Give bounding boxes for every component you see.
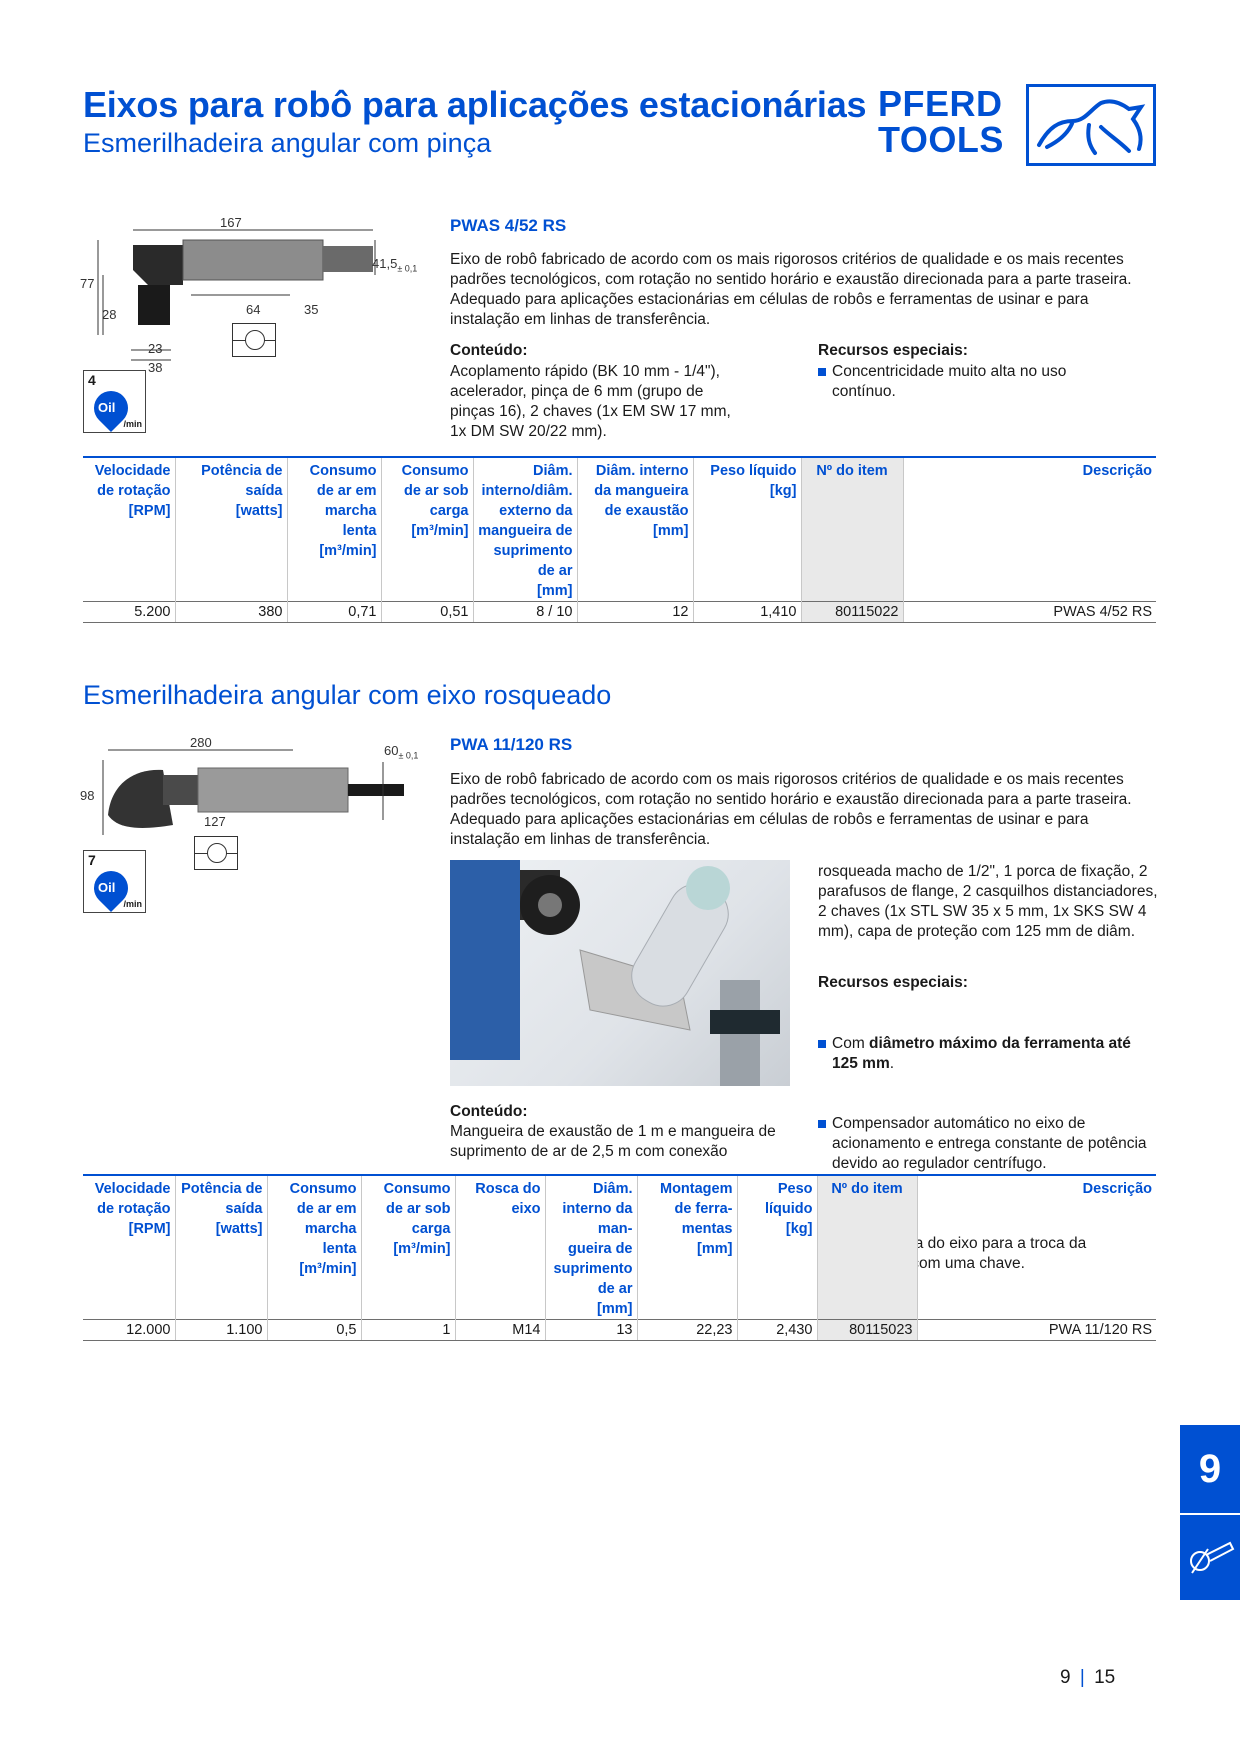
dim-38: 38: [148, 360, 163, 375]
product2-description: Eixo de robô fabricado de acordo com os …: [450, 771, 1132, 848]
product2-contents-label: Conteúdo:: [450, 1103, 528, 1120]
dim-height: 98: [80, 788, 95, 803]
product-photo: [450, 860, 790, 1086]
dim-tolerance: 60± 0,1: [384, 743, 419, 761]
product2-features-label: Recursos especiais:: [818, 974, 968, 991]
dim-tolerance: 41,5± 0,1: [372, 256, 418, 274]
col-weight: Peso líquido[kg]: [692, 456, 801, 602]
collet-icon: [232, 323, 276, 357]
page-title: Eixos para robô para aplicações estacion…: [83, 84, 867, 125]
col-item-number: Nº do item: [800, 456, 903, 602]
product2-contents-part1: Mangueira de exaustão de 1 m e mangueira…: [450, 1123, 776, 1160]
product1-contents-label: Conteúdo:: [450, 342, 528, 359]
dim-127: 127: [204, 814, 226, 829]
angle-grinder-icon: [1188, 1535, 1236, 1580]
dim-23: 23: [148, 341, 163, 356]
product2-feature-1: Com diâmetro máximo da ferramenta até 12…: [818, 1034, 1148, 1074]
dim-length: 167: [220, 215, 242, 230]
dim-height: 77: [80, 276, 95, 291]
table-row: 5.200 380 0,71 0,51 8 / 10 12 1,410 8011…: [83, 601, 1156, 623]
dim-35: 35: [304, 302, 319, 317]
chapter-tab: 9: [1180, 1425, 1240, 1600]
hex-icon: [194, 836, 238, 870]
product1-features-label: Recursos especiais:: [818, 342, 968, 359]
dim-64: 64: [246, 302, 261, 317]
product2-contents-part2: rosqueada macho de 1/2", 1 porca de fixa…: [818, 863, 1158, 940]
page-number: 9 | 15: [1060, 1667, 1116, 1688]
product1-contents: Acoplamento rápido (BK 10 mm - 1/4"), ac…: [450, 363, 731, 440]
col-description: Descrição: [916, 1174, 1156, 1320]
product1-feature: Concentricidade muito alta no uso contín…: [818, 362, 1098, 402]
dim-28: 28: [102, 307, 117, 322]
pwas-technical-drawing: [83, 210, 423, 370]
oil-rating-badge: 7 Oil /min: [83, 850, 146, 913]
pwa-technical-drawing: [83, 740, 423, 850]
oil-rating-badge: 4 Oil /min: [83, 370, 146, 433]
pferd-logo: PFERD TOOLS: [878, 84, 1156, 166]
col-description: Descrição: [902, 456, 1156, 602]
horse-logo-icon: [1026, 84, 1156, 166]
dim-length: 280: [190, 735, 212, 750]
product2-name: PWA 11/120 RS: [450, 735, 573, 754]
product1-name: PWAS 4/52 RS: [450, 216, 567, 235]
col-item-number: Nº do item: [816, 1174, 917, 1320]
table-row: 12.000 1.100 0,5 1 M14 13 22,23 2,430 80…: [83, 1319, 1156, 1341]
product2-feature-2: Compensador automático no eixo de aciona…: [818, 1114, 1148, 1174]
logo-line2: TOOLS: [878, 119, 1004, 160]
product1-description: Eixo de robô fabricado de acordo com os …: [450, 251, 1132, 328]
chapter-number: 9: [1198, 1447, 1222, 1491]
section2-title: Esmerilhadeira angular com eixo rosquead…: [83, 680, 612, 710]
logo-line1: PFERD: [878, 83, 1003, 124]
page-subtitle: Esmerilhadeira angular com pinça: [83, 128, 492, 158]
